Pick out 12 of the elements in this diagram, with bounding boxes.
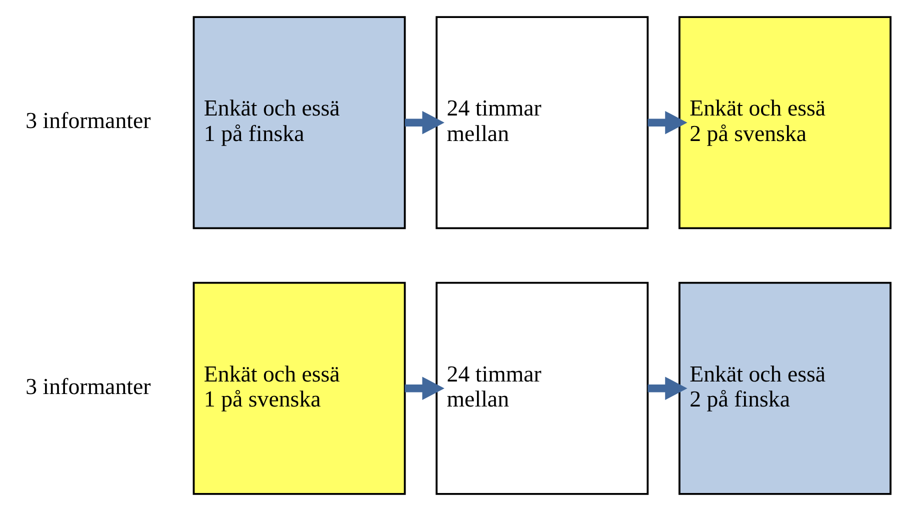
arrow (647, 376, 687, 400)
node-box: Enkät och essä 2 på svenska (678, 16, 891, 230)
node-box: 24 timmar mellan (435, 282, 648, 495)
arrow (404, 376, 444, 400)
node-box: Enkät och essä 2 på finska (678, 282, 891, 495)
node-box: 24 timmar mellan (435, 16, 648, 230)
arrow (647, 110, 687, 134)
label: 3 informanter (25, 108, 150, 134)
label: 3 informanter (25, 374, 150, 399)
node-box: Enkät och essä 1 på finska (192, 16, 406, 230)
arrow (404, 110, 444, 134)
node-box: Enkät och essä 1 på svenska (192, 282, 406, 495)
